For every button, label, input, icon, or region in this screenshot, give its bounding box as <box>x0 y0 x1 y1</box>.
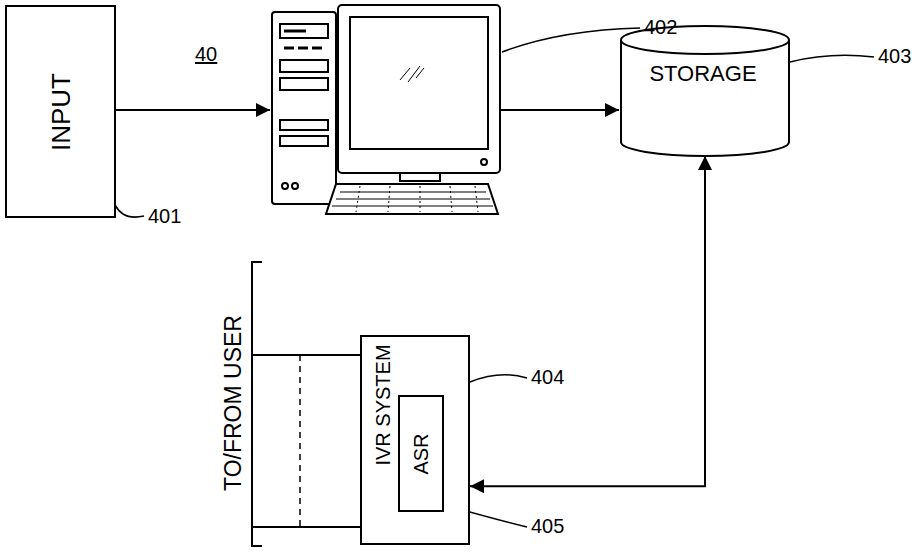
node-text: STORAGE <box>649 63 756 85</box>
flow-arrow <box>500 109 619 111</box>
storage-cylinder: STORAGE <box>620 25 790 157</box>
user-bracket <box>252 262 360 546</box>
user-label: TO/FROM USER <box>222 315 245 491</box>
connector-arrow <box>470 156 705 486</box>
cylinder-outline <box>620 25 790 157</box>
figure-number: 40 <box>195 44 217 64</box>
asr-box: ASR <box>398 395 444 512</box>
ivr-system-box: IVR SYSTEM ASR <box>360 335 470 545</box>
cylinder-body <box>621 40 789 156</box>
computer-illustration <box>272 5 500 214</box>
node-text: IVR SYSTEM <box>373 344 393 465</box>
node-text: INPUT <box>48 73 74 151</box>
node-text: ASR <box>411 433 431 474</box>
callout-number: 405 <box>531 516 564 536</box>
callout-number: 404 <box>531 367 564 387</box>
leader-lines <box>112 28 874 527</box>
input-box: INPUT <box>5 5 116 218</box>
flow-arrow <box>116 109 270 111</box>
callout-number: 401 <box>148 206 181 226</box>
callout-number: 403 <box>878 46 911 66</box>
callout-number: 402 <box>644 17 677 37</box>
